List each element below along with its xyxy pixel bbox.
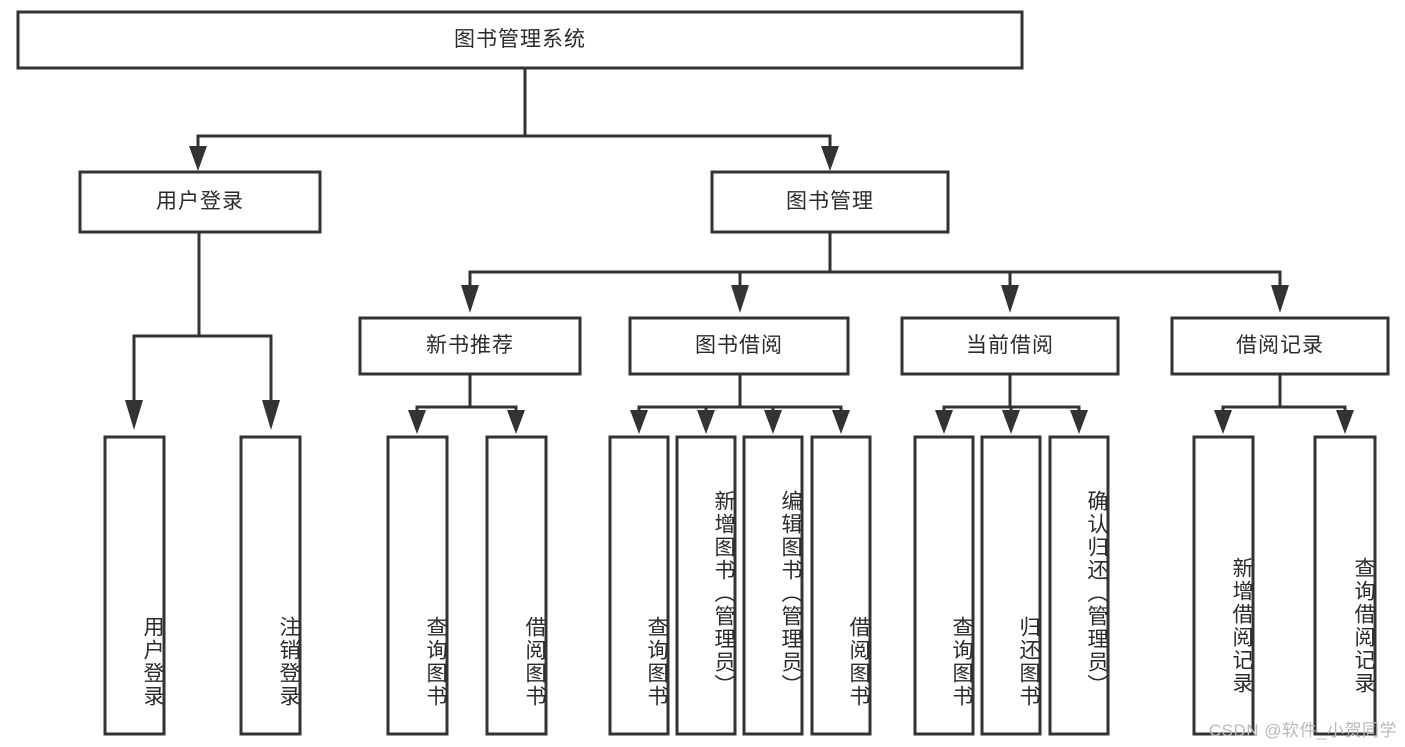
arrowhead-leaf-user-login [125,400,143,430]
arrowhead-leaf-query-book-rec [408,410,426,434]
node-book-borrow[interactable] [628,316,850,376]
arrowhead-to-book-manage [821,146,839,171]
arrowhead-leaf-confirm-return [1070,410,1088,434]
node-current-borrow[interactable] [900,316,1120,376]
arrowhead-leaf-edit-book [764,410,782,434]
arrowhead-to-new-book-rec [461,285,479,313]
arrowhead-leaf-query-book-cur [935,410,953,434]
arrowhead-leaf-add-book [697,410,715,434]
arrowhead-to-current-borrow [1001,285,1019,313]
arrowhead-leaf-user-logout [262,400,280,430]
node-leaf-user-login[interactable] [103,435,166,736]
arrowhead-to-user-login [189,146,207,171]
node-leaf-add-borrow-record[interactable] [1192,435,1255,736]
node-borrow-record[interactable] [1170,316,1390,376]
node-leaf-query-book[interactable] [608,435,670,736]
node-leaf-query-borrow-record[interactable] [1313,435,1377,736]
node-root-book-management-system[interactable] [16,10,1024,70]
node-leaf-query-book-current[interactable] [913,435,975,736]
arrowhead-leaf-add-record [1214,410,1232,434]
node-user-login[interactable] [78,170,322,234]
arrowhead-leaf-query-record [1336,410,1354,434]
node-leaf-borrow-book-rec[interactable] [485,435,548,736]
arrowhead-leaf-return-book [1002,410,1020,434]
node-leaf-borrow-book[interactable] [810,435,872,736]
node-book-management[interactable] [710,170,950,234]
arrowhead-leaf-borrow-book-rec [507,410,525,434]
node-leaf-confirm-return[interactable] [1048,435,1110,736]
arrowhead-leaf-borrow-book [832,410,850,434]
node-leaf-return-book[interactable] [980,435,1042,736]
watermark-credit: CSDN @软件_小贺同学 [1208,721,1397,740]
node-leaf-query-book-rec[interactable] [386,435,449,736]
arrowhead-to-book-borrow [731,285,749,313]
node-new-book-recommend[interactable] [358,316,582,376]
node-leaf-edit-book[interactable] [742,435,804,736]
node-leaf-user-logout[interactable] [239,435,302,736]
arrowhead-to-borrow-record [1271,285,1289,313]
node-leaf-add-book[interactable] [675,435,737,736]
arrowhead-leaf-query-book [630,410,648,434]
